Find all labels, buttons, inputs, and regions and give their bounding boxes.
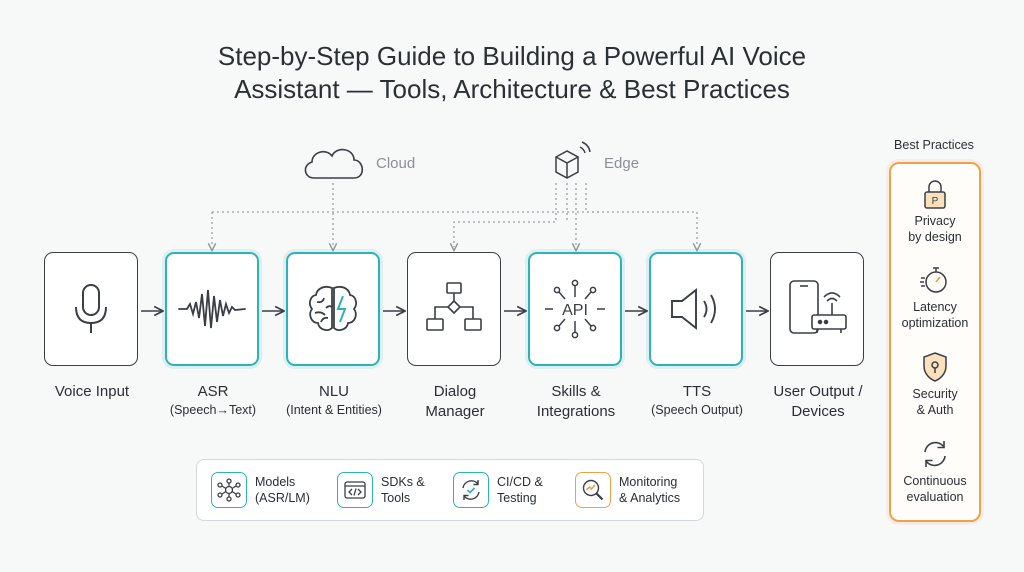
page-title: Step-by-Step Guide to Building a Powerfu… (120, 40, 904, 106)
asr-node[interactable] (165, 252, 259, 366)
speaker-icon (671, 288, 716, 330)
edge-label: Edge (604, 155, 640, 172)
asr-label: ASR (Speech→Text) (138, 382, 288, 418)
bp-privacy: P Privacy by design (891, 178, 979, 245)
tools-bar: Models (ASR/LM) SDKs & Tools (196, 459, 704, 521)
best-practices-title: Best Practices (894, 138, 974, 152)
dialog-manager-node[interactable] (407, 252, 501, 366)
code-window-icon (344, 481, 366, 499)
api-icon: API (545, 279, 605, 339)
title-line-1: Step-by-Step Guide to Building a Powerfu… (217, 41, 807, 71)
bp-security: Security & Auth (891, 351, 979, 418)
cycle-arrows-icon (924, 441, 946, 467)
voice-input-label: Voice Input (54, 383, 130, 400)
brain-icon (309, 285, 357, 331)
svg-text:API: API (562, 302, 588, 319)
shield-lock-icon (923, 352, 947, 382)
tts-sublabel: (Speech Output) (651, 403, 743, 417)
skills-integrations-label: Skills & Integrations (536, 383, 616, 420)
stopwatch-icon (920, 267, 947, 293)
edge-device-icon (555, 141, 591, 179)
cloud-label: Cloud (376, 155, 416, 172)
cloud-icon (304, 148, 364, 179)
flowchart-icon (426, 282, 482, 331)
tool-monitoring[interactable]: Monitoring & Analytics (575, 472, 680, 508)
dialog-manager-label: Dialog Manager (425, 383, 485, 420)
skills-integrations-node[interactable]: API (528, 252, 622, 366)
bp-evaluation: Continuous evaluation (891, 438, 979, 505)
user-output-node[interactable] (770, 252, 864, 366)
tool-cicd[interactable]: CI/CD & Testing (453, 472, 543, 508)
tool-sdks[interactable]: SDKs & Tools (337, 472, 425, 508)
bp-latency: Latency optimization (891, 264, 979, 331)
devices-icon (789, 280, 847, 334)
magnifier-chart-icon (582, 479, 604, 501)
padlock-icon: P (924, 180, 946, 209)
tts-node[interactable] (649, 252, 743, 366)
voice-input-node[interactable] (44, 252, 138, 366)
svg-text:P: P (932, 196, 939, 207)
waveform-icon (178, 289, 246, 329)
best-practices-panel: P Privacy by design Latency optimization (889, 162, 981, 522)
neural-network-icon (217, 478, 241, 502)
tts-label: TTS (Speech Output) (622, 382, 772, 418)
microphone-icon (75, 284, 107, 333)
nlu-sublabel: (Intent & Entities) (286, 403, 382, 417)
nlu-label: NLU (Intent & Entities) (259, 382, 409, 418)
environment-connectors (212, 183, 697, 247)
tool-models[interactable]: Models (ASR/LM) (211, 472, 310, 508)
asr-sublabel: (Speech→Text) (169, 403, 257, 417)
title-line-2: Assistant — Tools, Architecture & Best P… (234, 74, 790, 104)
refresh-check-icon (462, 480, 480, 500)
user-output-label: User Output / Devices (773, 383, 863, 420)
nlu-node[interactable] (286, 252, 380, 366)
